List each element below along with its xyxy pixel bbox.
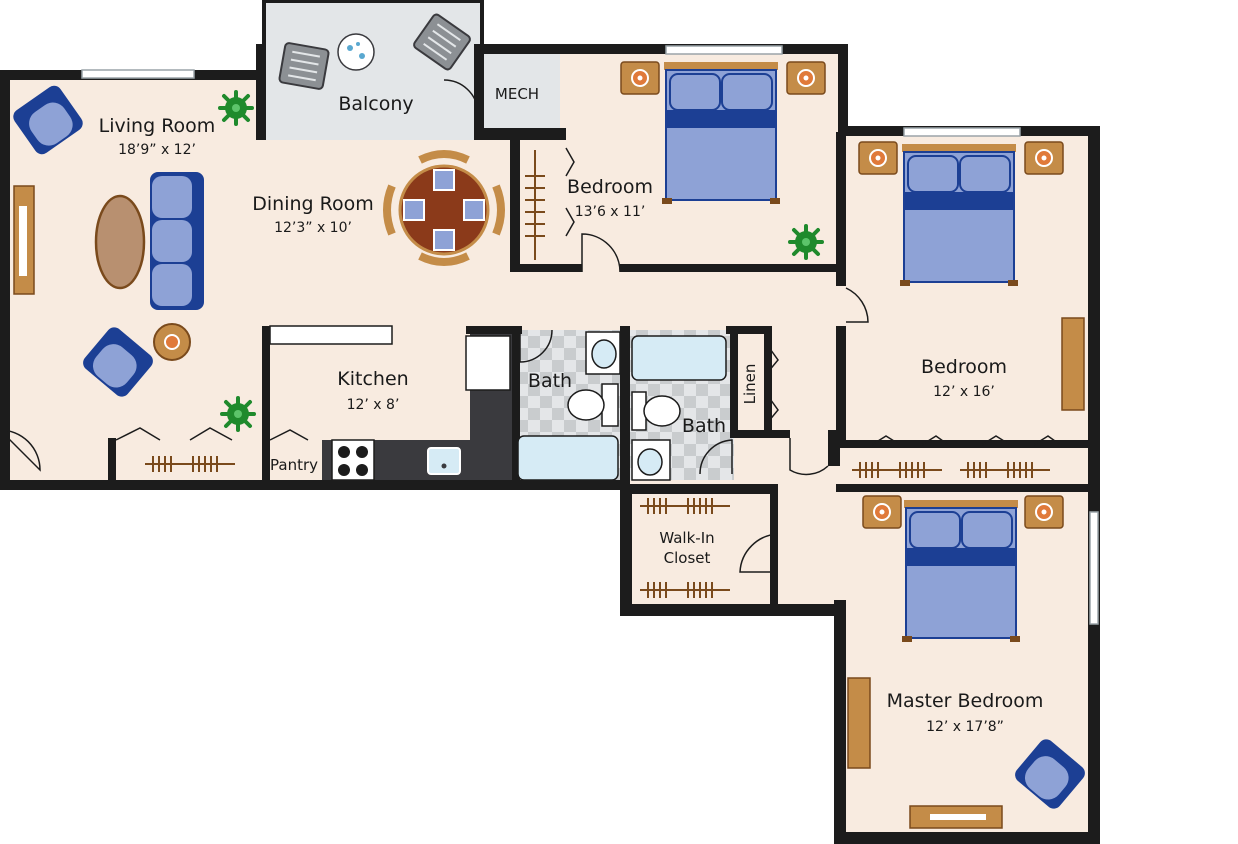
bedroom-1-dim: 13’6 x 11’: [575, 204, 646, 220]
bedroom-1-label: Bedroom: [567, 176, 653, 198]
living-room-dim: 18’9” x 12’: [118, 142, 196, 158]
sink-icon: [427, 447, 461, 475]
bathtub-icon: [631, 335, 727, 381]
living-room-label: Living Room: [99, 115, 216, 137]
closets: [115, 144, 1086, 599]
dining-room-dim: 12’3” x 10’: [274, 220, 352, 236]
nightstand-icon: [862, 495, 902, 529]
patio-chair-icon: [413, 13, 471, 71]
counter-icon: [269, 325, 393, 345]
walk-in-label: Walk-In: [659, 529, 714, 547]
dining-room-label: Dining Room: [252, 193, 373, 215]
bedroom-furniture: [620, 61, 1089, 829]
patio-table-icon: [337, 33, 375, 71]
room-labels: Living Room 18’9” x 12’ Dining Room 12’3…: [99, 85, 1044, 735]
plant-icon: [788, 224, 824, 260]
dresser-icon: [1061, 317, 1085, 411]
balcony-label: Balcony: [338, 93, 413, 115]
living-furniture: [10, 82, 505, 432]
balcony-furniture: [278, 13, 471, 90]
kitchen-label: Kitchen: [337, 368, 408, 390]
nightstand-icon: [1024, 141, 1064, 175]
bed-icon: [901, 499, 1021, 643]
dining-table-icon: [383, 150, 505, 266]
kitchen-fixtures: [269, 325, 512, 481]
sink-icon: [631, 439, 671, 481]
coffee-table-icon: [94, 194, 146, 290]
bath-fixtures: [517, 331, 727, 481]
linen-label: Linen: [741, 364, 759, 405]
dresser-icon: [847, 677, 871, 769]
windows: [81, 45, 1099, 625]
toilet-icon: [631, 391, 681, 431]
bath-1-label: Bath: [528, 370, 572, 392]
bedroom-2-dim: 12’ x 16’: [933, 384, 995, 400]
pantry-label: Pantry: [270, 456, 318, 474]
plant-icon: [218, 90, 254, 126]
bath-2-label: Bath: [682, 415, 726, 437]
kitchen-dim: 12’ x 8’: [347, 397, 400, 413]
walls: [0, 0, 1100, 844]
master-bedroom-label: Master Bedroom: [887, 690, 1044, 712]
toilet-icon: [567, 383, 619, 427]
door-swing-icon: [0, 79, 869, 573]
bed-icon: [661, 61, 781, 205]
master-bedroom-dim: 12’ x 17’8”: [926, 719, 1004, 735]
tv-icon: [909, 805, 1003, 829]
nightstand-icon: [620, 61, 660, 95]
stove-icon: [331, 439, 375, 481]
mech-label: MECH: [495, 85, 539, 103]
refrigerator-icon: [465, 335, 511, 391]
sink-icon: [585, 331, 621, 375]
nightstand-icon: [786, 61, 826, 95]
bathtub-icon: [517, 435, 619, 481]
nightstand-icon: [858, 141, 898, 175]
nightstand-icon: [1024, 495, 1064, 529]
bedroom-2-label: Bedroom: [921, 356, 1007, 378]
closet-label: Closet: [664, 549, 711, 567]
sofa-icon: [150, 172, 204, 310]
bed-icon: [899, 143, 1019, 287]
plant-icon: [220, 396, 256, 432]
patio-chair-icon: [278, 42, 330, 90]
side-table-icon: [153, 323, 191, 361]
